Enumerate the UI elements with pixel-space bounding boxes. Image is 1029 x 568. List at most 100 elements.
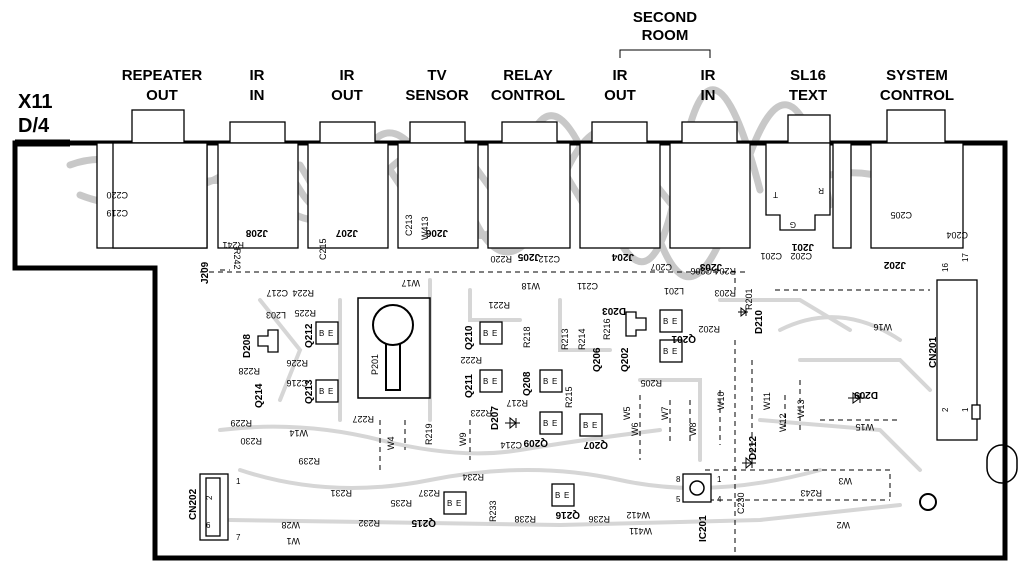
part-label-c215: C215 <box>318 238 328 260</box>
part-label-c201: C201 <box>760 251 782 261</box>
semi-label-q202: Q202 <box>620 347 631 372</box>
transistor-body <box>479 321 503 345</box>
pin-b-label: B <box>663 317 668 326</box>
connector-label-j201: J201 <box>791 241 814 252</box>
part-label-r233: R233 <box>488 500 498 522</box>
pin-p5-label: 5 <box>676 495 681 504</box>
transistor-body <box>443 491 467 515</box>
pin-b-label: B <box>543 377 548 386</box>
header-tv-sensor: TV <box>427 67 446 84</box>
header-system-control-2: CONTROL <box>880 87 954 104</box>
part-label-r239: R239 <box>298 456 320 466</box>
part-label-w5: W5 <box>622 407 632 421</box>
pin-e-label: E <box>492 377 497 386</box>
transistor-body <box>551 483 575 507</box>
part-label-r238: R238 <box>514 514 536 524</box>
pin-e-label: E <box>592 421 597 430</box>
part-label-r219: R219 <box>424 423 434 445</box>
semi-label-q215: Q215 <box>411 517 436 528</box>
transistor-outlines <box>315 309 683 515</box>
part-label-r232: R232 <box>358 518 380 528</box>
pin-T-label: T <box>773 190 778 199</box>
part-label-w6: W6 <box>630 423 640 437</box>
part-label-w412: W412 <box>626 510 650 520</box>
part-label-w4: W4 <box>386 437 396 451</box>
part-label-c214: C214 <box>500 440 522 450</box>
mounting-holes <box>919 444 1018 511</box>
pin-p1-label: 1 <box>717 475 722 484</box>
transistor-body <box>659 339 683 363</box>
pin-e-label: E <box>456 499 461 508</box>
part-label-w12: W12 <box>778 413 788 432</box>
header-system-control: SYSTEM <box>886 67 948 84</box>
pin-p16-label: 16 <box>941 263 950 272</box>
jack-outlines <box>96 109 964 249</box>
semi-label-d210: D210 <box>754 310 765 334</box>
header-ir-out-1: IR <box>340 67 355 84</box>
pin-p2-label: 2 <box>941 407 950 412</box>
pin-e-label: E <box>492 329 497 338</box>
part-label-r201: R201 <box>744 288 754 310</box>
semi-label-q216: Q216 <box>555 509 580 520</box>
pin-p7-label: 7 <box>236 533 241 542</box>
board-ref-label: X11 <box>18 91 52 113</box>
connector-label-cn202: CN202 <box>188 488 199 520</box>
header-ir-out-1b: OUT <box>331 87 363 104</box>
part-label-r225: R225 <box>294 308 316 318</box>
board-ref-sub: D/4 <box>18 115 50 137</box>
pin-b-label: B <box>319 329 324 338</box>
part-label-r231: R231 <box>330 488 352 498</box>
part-label-w18: W18 <box>521 281 540 291</box>
semi-label-q207: Q207 <box>583 439 608 450</box>
pin-b-label: B <box>447 499 452 508</box>
pin-p2-label: 2 <box>205 495 214 500</box>
part-label-r226: R226 <box>286 358 308 368</box>
cn201-connector <box>936 279 981 441</box>
semi-label-q210: Q210 <box>464 325 475 350</box>
pin-b-label: B <box>543 419 548 428</box>
semi-label-d208: D208 <box>242 334 253 358</box>
part-label-r222: R222 <box>460 355 482 365</box>
pin-e-label: E <box>672 347 677 356</box>
connector-label-j202: J202 <box>883 259 906 270</box>
semi-label-q206: Q206 <box>592 347 603 372</box>
pin-b-label: B <box>483 329 488 338</box>
potentiometer-p201 <box>357 297 431 399</box>
part-label-r220: R220 <box>490 254 512 264</box>
transistor-body <box>579 413 603 437</box>
header-ir-out-2b: OUT <box>604 87 636 104</box>
transistor-body <box>539 369 563 393</box>
pin-e-label: E <box>328 387 333 396</box>
header-sl16-2: TEXT <box>789 87 827 104</box>
part-label-r227: R227 <box>352 414 374 424</box>
pin-p1-label: 1 <box>236 477 241 486</box>
part-label-r213: R213 <box>560 328 570 350</box>
part-label-r224: R224 <box>292 288 314 298</box>
pin-e-label: E <box>552 419 557 428</box>
pin-b-label: B <box>583 421 588 430</box>
semi-label-ic201: IC201 <box>698 515 709 542</box>
part-label-l203: L203 <box>266 310 286 320</box>
header-sl16: SL16 <box>790 67 826 84</box>
pin-b-label: B <box>319 387 324 396</box>
part-label-w7: W7 <box>660 407 670 421</box>
part-label-w15: W15 <box>855 422 874 432</box>
semi-label-q213: Q213 <box>304 379 315 404</box>
connector-label-j203: J203 <box>699 261 722 272</box>
connector-label-j208: J208 <box>245 227 268 238</box>
connector-label-j207: J207 <box>335 227 358 238</box>
transistor-body <box>315 321 339 345</box>
header-repeater-2: OUT <box>146 87 178 104</box>
pin-e-label: E <box>552 377 557 386</box>
connector-label-j205: J205 <box>517 251 540 262</box>
part-label-r203: R203 <box>714 288 736 298</box>
part-label-c216: C216 <box>286 378 308 388</box>
part-label-w11: W11 <box>762 392 772 410</box>
pin-e-label: E <box>564 491 569 500</box>
connector-label-cn201: CN201 <box>928 336 939 368</box>
part-label-r217: R217 <box>506 398 528 408</box>
pin-b-label: B <box>663 347 668 356</box>
board-outline <box>12 140 1008 561</box>
semi-label-q201: Q201 <box>671 333 696 344</box>
